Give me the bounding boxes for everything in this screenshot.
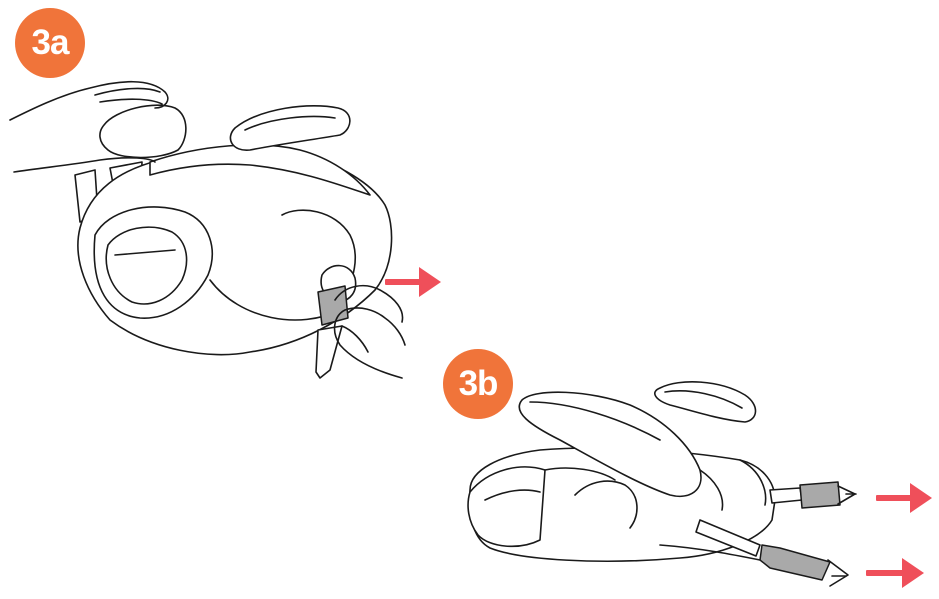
- right-arrow-icon: [866, 558, 924, 588]
- right-arrow-icon: [385, 267, 441, 297]
- step-badge-3a: 3a: [15, 8, 85, 78]
- step-label: 3a: [32, 23, 69, 63]
- booster-seat-3a: [75, 105, 392, 378]
- booster-seat-3b: [468, 382, 856, 586]
- step-label: 3b: [459, 364, 498, 404]
- right-arrow-icon: [876, 483, 932, 513]
- step-badge-3b: 3b: [443, 349, 513, 419]
